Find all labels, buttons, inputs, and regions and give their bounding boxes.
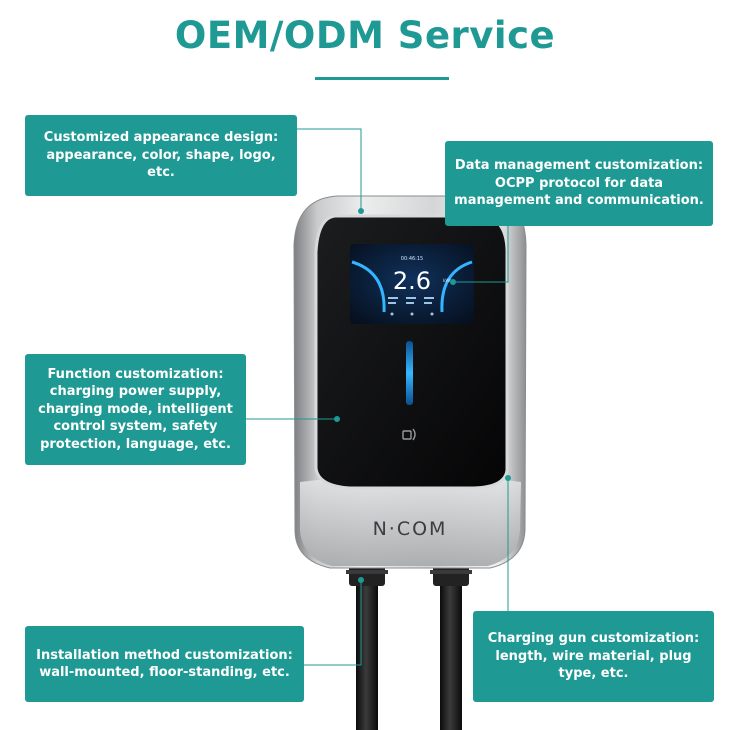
charging-cable-left — [356, 580, 378, 730]
rfid-card-icon — [402, 428, 416, 441]
connector-dot-data — [450, 279, 456, 285]
callout-installation-method: Installation method customization: wall-… — [25, 626, 304, 702]
led-indicator-strip — [406, 341, 413, 405]
connector-line-appearance — [297, 128, 362, 211]
screen-time: 00:46:15 — [401, 256, 423, 262]
callout-function-customization: Function customization: charging power s… — [25, 354, 246, 465]
connector-line-data — [453, 226, 509, 283]
screen-stats-row — [388, 297, 434, 304]
screen-energy-value: 2.6 — [393, 267, 431, 295]
connector-dot-function — [334, 416, 340, 422]
callout-charging-gun: Charging gun customization: length, wire… — [473, 611, 714, 702]
title-underline — [315, 77, 449, 80]
brand-logo: N·COM — [373, 518, 448, 540]
connector-dot-appearance — [358, 208, 364, 214]
page-title: OEM/ODM Service — [174, 14, 556, 57]
callout-data-management: Data management customization: OCPP prot… — [445, 141, 713, 226]
screen-energy-unit: kWh — [443, 278, 452, 283]
charging-cable-right — [440, 580, 462, 730]
connector-dot-gun — [505, 475, 511, 481]
charger-base-panel — [300, 475, 521, 566]
connector-dot-install — [358, 577, 364, 583]
screen-bottom-icons — [390, 312, 434, 316]
screen-swoosh-right — [440, 260, 473, 313]
screen-swoosh-left — [351, 260, 386, 313]
callout-appearance-design: Customized appearance design: appearance… — [25, 115, 297, 196]
connector-line-install — [304, 580, 362, 666]
